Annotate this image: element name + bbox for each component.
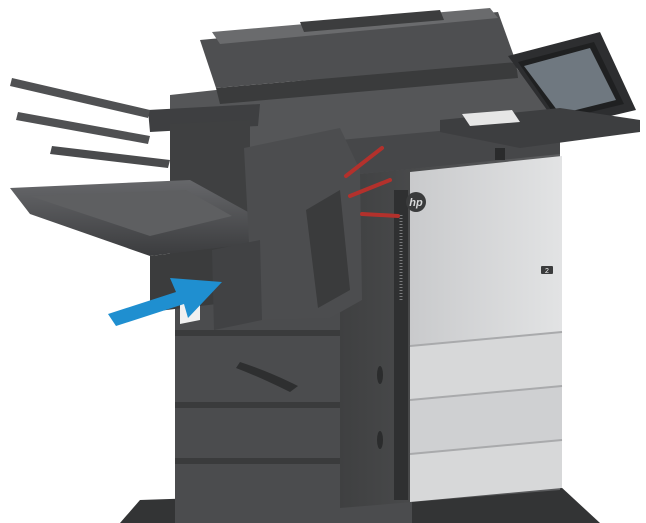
document-feeder — [200, 8, 518, 104]
tray-badge-label: 2 — [545, 268, 549, 275]
alignment-mark-lower — [360, 212, 400, 218]
stapler-door — [180, 128, 362, 330]
control-panel — [440, 32, 640, 160]
alignment-marks — [344, 146, 400, 218]
output-bins — [10, 78, 260, 312]
hp-logo-icon: hp — [406, 192, 426, 212]
alignment-mark-upper — [344, 146, 384, 178]
hp-logo-text: hp — [409, 197, 423, 209]
alignment-mark-middle — [348, 178, 392, 198]
printer-tower — [340, 152, 563, 508]
arrow-right-icon — [108, 278, 222, 326]
tray-badge: 2 — [541, 266, 553, 275]
